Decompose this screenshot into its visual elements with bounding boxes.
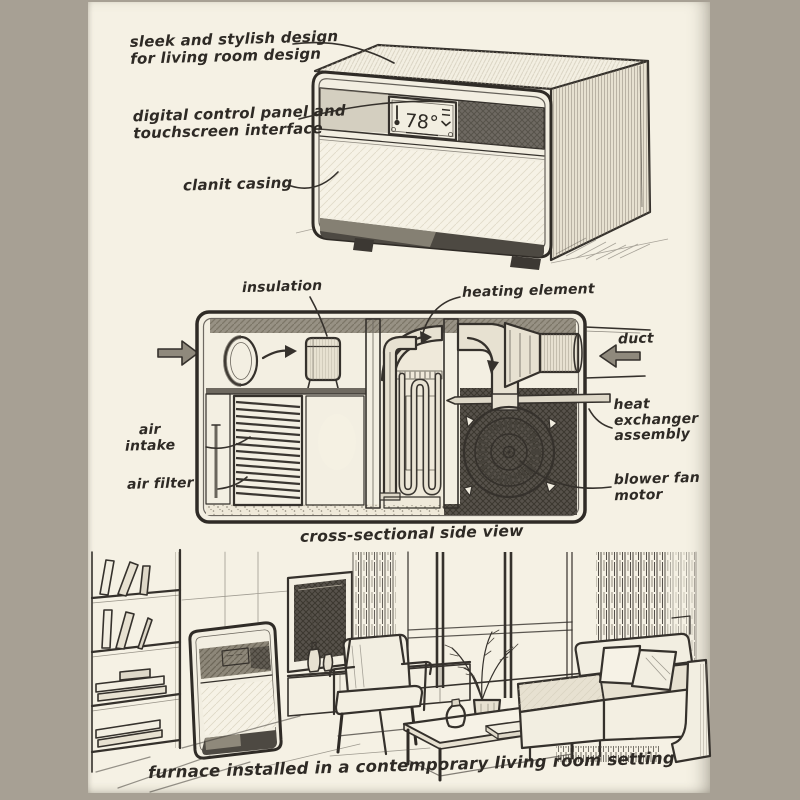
blower-zone	[446, 321, 611, 504]
insulation-chamber	[305, 395, 365, 506]
callout-casing	[290, 171, 339, 189]
display-temperature: 78°	[404, 110, 439, 135]
sofa-pillows	[598, 644, 678, 692]
callout-insulation	[309, 296, 328, 337]
armchair	[328, 633, 433, 756]
heat-exchanger-coils	[398, 372, 442, 496]
wall-corner-detail	[671, 615, 691, 635]
callout-control	[298, 100, 447, 120]
window-mullions	[397, 551, 597, 698]
label-control-panel: digital control panel and touchscreen in…	[133, 101, 347, 142]
label-air-filter: air filter	[126, 475, 194, 493]
ground-shading	[295, 228, 669, 264]
floor-strokes	[95, 715, 431, 793]
louvered-filter-panel	[232, 394, 304, 507]
label-heat-exchanger: heat exchanger assembly	[613, 396, 699, 445]
menu-lines-icon	[441, 108, 451, 116]
bookshelf	[90, 548, 182, 773]
blower-fan	[462, 393, 558, 499]
outlet-duct	[503, 321, 583, 389]
furnace-mini-display	[221, 647, 250, 667]
sofa	[516, 632, 712, 764]
table-vase	[445, 698, 467, 729]
living-room-sketch	[90, 548, 712, 793]
tv-recess	[286, 570, 354, 674]
wall-panels	[181, 551, 301, 629]
chevron-down-icon	[441, 120, 451, 127]
insulation-canister	[304, 336, 342, 389]
label-duct: duct	[617, 330, 654, 348]
insulation-wall-strip	[443, 318, 459, 509]
label-blower-fan-motor: blower fan motor	[613, 469, 701, 504]
filter-slot	[205, 393, 231, 505]
sofa-floor-shadow	[556, 746, 660, 762]
airflow-arrow-left	[157, 340, 199, 366]
thermometer-icon	[394, 105, 400, 126]
label-casing: clanit casing	[182, 173, 293, 195]
callout-design	[292, 41, 395, 64]
callout-heating-element	[422, 296, 461, 334]
callout-air-intake	[205, 436, 251, 450]
callout-heat-exchanger	[588, 408, 613, 429]
airflow-arrow-right	[599, 344, 641, 368]
installed-furnace	[188, 621, 283, 760]
display-button-right	[448, 132, 453, 137]
label-design: sleek and stylish design for living room…	[130, 27, 339, 68]
label-insulation: insulation	[241, 277, 323, 297]
touchscreen-display: 78°	[387, 95, 458, 142]
intake-chamber	[223, 335, 342, 389]
callout-blower	[519, 460, 612, 490]
display-button-left	[391, 127, 396, 132]
heat-exchanger-pipe	[446, 393, 611, 405]
label-air-intake: air intake	[124, 421, 176, 455]
furnace-product-sketch: 78°	[290, 41, 669, 270]
callout-air-filter	[217, 476, 248, 490]
cross-section-sketch	[157, 296, 651, 524]
heating-element-zone	[379, 324, 444, 509]
